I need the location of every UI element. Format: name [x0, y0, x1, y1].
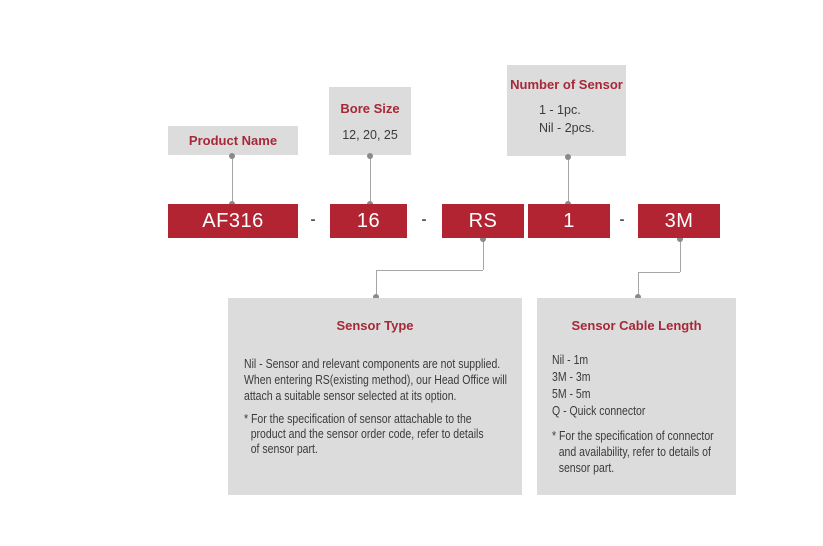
sensor-count-option: Nil - 2pcs. [539, 121, 595, 135]
connector-line [376, 270, 377, 298]
cable-length-options: Nil - 1m 3M - 3m 5M - 5m Q - Quick conne… [552, 352, 663, 420]
connector-line [638, 272, 639, 298]
connector-line [680, 238, 681, 272]
connector-line [370, 155, 371, 204]
code-separator: - [310, 211, 316, 228]
code-segment-product: AF316 [168, 204, 298, 238]
sensor-type-description: Nil - Sensor and relevant components are… [244, 356, 557, 404]
bore-size-values: 12, 20, 25 [342, 128, 398, 142]
code-separator: - [421, 211, 427, 228]
connector-line [376, 270, 483, 271]
connector-dot [677, 236, 683, 242]
connector-dot [480, 236, 486, 242]
number-of-sensor-options: 1 - 1pc. Nil - 2pcs. [507, 101, 626, 137]
code-segment-cable-length: 3M [638, 204, 720, 238]
connector-dot [367, 153, 373, 159]
footnote-line: * For the specification of connector [552, 429, 714, 443]
connector-dot [565, 154, 571, 160]
sensor-type-footnote: * For the specification of sensor attach… [244, 412, 529, 457]
sensor-cable-length-note-panel: Sensor Cable Length [537, 298, 736, 495]
cable-length-footnote: * For the specification of connector and… [552, 428, 744, 476]
sensor-count-option: 1 - 1pc. [539, 103, 581, 117]
description-line: When entering RS(existing method), our H… [244, 373, 508, 387]
code-segment-sensor-count: 1 [528, 204, 610, 238]
code-segment-sensor-type: RS [442, 204, 524, 238]
cable-length-option: 3M - 3m [552, 370, 591, 384]
sensor-type-note-panel: Sensor Type [228, 298, 522, 495]
cable-length-option: Q - Quick connector [552, 404, 646, 418]
cable-length-option: Nil - 1m [552, 353, 589, 367]
number-of-sensor-label-panel: Number of Sensor 1 - 1pc. Nil - 2pcs. [507, 65, 626, 156]
bore-size-label-panel: Bore Size 12, 20, 25 [329, 87, 411, 155]
footnote-line: and availability, refer to details of [558, 445, 711, 459]
sensor-cable-length-title: Sensor Cable Length [571, 318, 702, 333]
footnote-line: sensor part. [558, 461, 615, 475]
description-line: attach a suitable sensor selected at its… [244, 389, 457, 403]
code-segment-bore: 16 [330, 204, 407, 238]
footnote-line: of sensor part. [250, 442, 318, 456]
description-line: Nil - Sensor and relevant components are… [244, 357, 501, 371]
cable-length-option: 5M - 5m [552, 387, 591, 401]
product-name-title: Product Name [188, 133, 278, 148]
sensor-type-title: Sensor Type [336, 318, 414, 333]
connector-line [638, 272, 680, 273]
connector-dot [373, 294, 379, 300]
product-name-label-panel: Product Name [168, 126, 298, 155]
number-of-sensor-title: Number of Sensor [510, 77, 623, 92]
connector-line [232, 155, 233, 204]
connector-dot [229, 153, 235, 159]
connector-line [568, 156, 569, 204]
bore-size-title: Bore Size [340, 101, 400, 116]
footnote-line: * For the specification of sensor attach… [244, 412, 472, 426]
connector-line [483, 238, 484, 270]
connector-dot [635, 294, 641, 300]
footnote-line: product and the sensor order code, refer… [250, 427, 484, 441]
code-separator: - [619, 211, 625, 228]
